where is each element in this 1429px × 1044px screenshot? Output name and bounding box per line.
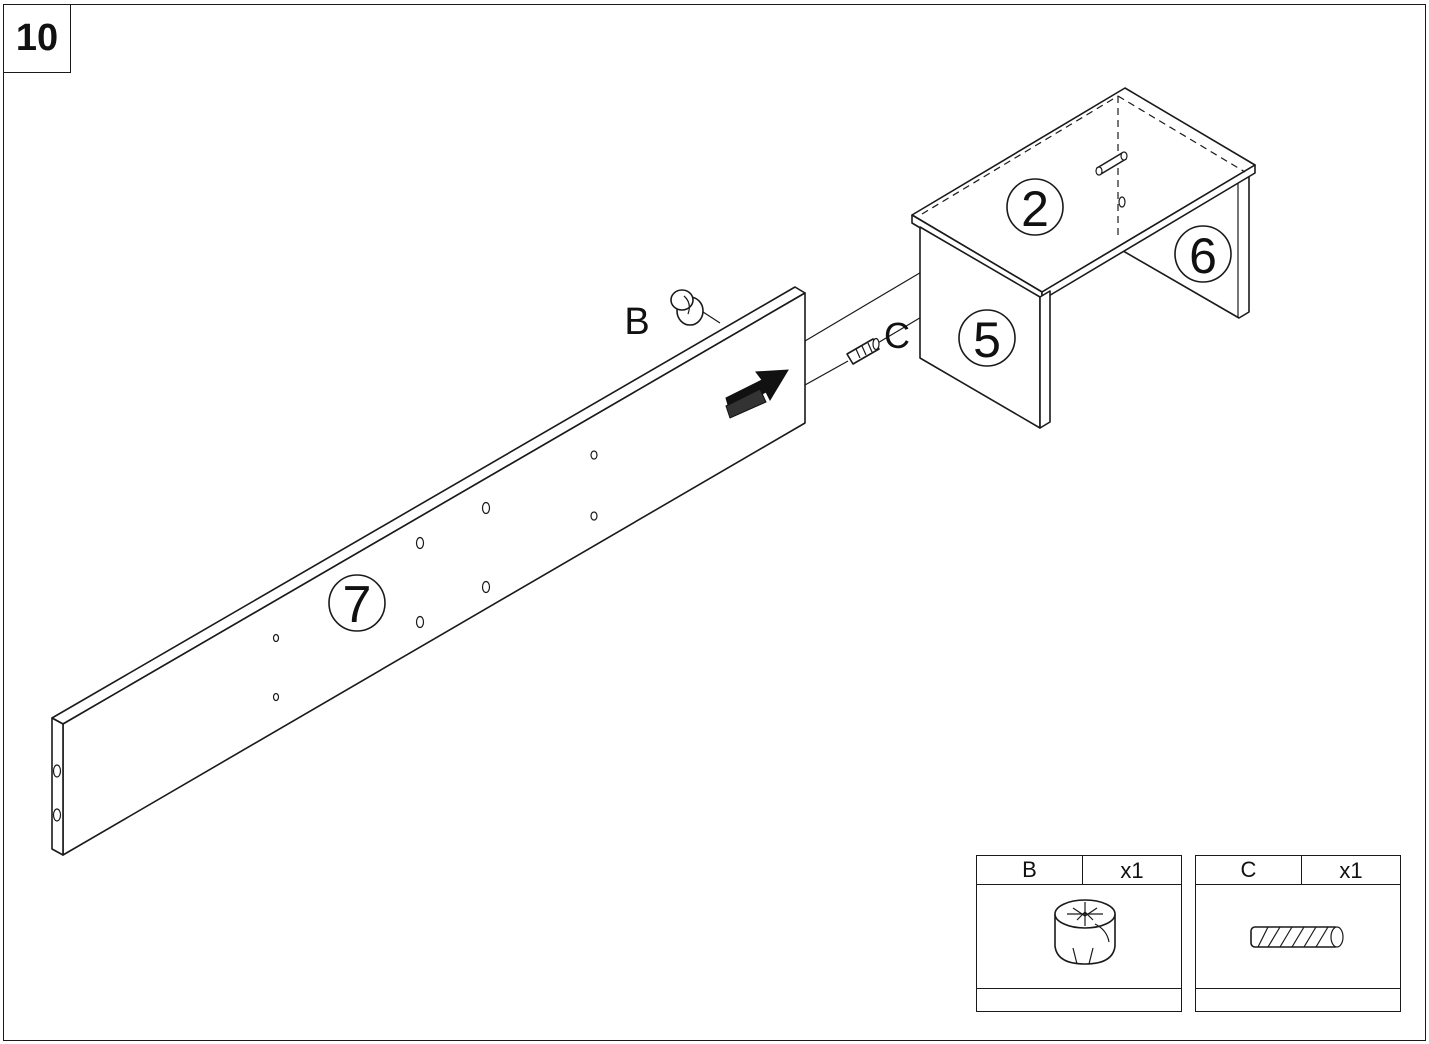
hardware-id: B <box>977 856 1083 884</box>
step-number: 10 <box>15 17 59 59</box>
face-hole <box>590 450 598 460</box>
hardware-footer <box>1196 988 1400 1011</box>
part-number-6: 6 <box>1189 228 1217 284</box>
part-number-circle <box>1006 178 1064 236</box>
end-hole <box>52 808 62 822</box>
step-number-box: 10 <box>3 4 71 73</box>
part-number-circle <box>958 309 1016 367</box>
face-hole <box>272 692 280 702</box>
direction-arrow-icon <box>725 369 789 419</box>
wooden-dowel-icon <box>846 337 880 365</box>
panel-7-top-edge <box>51 286 806 725</box>
face-hole <box>481 501 491 515</box>
cabinet-hole <box>1118 196 1126 208</box>
callout-c: C <box>884 315 910 356</box>
diagram-frame <box>3 4 1426 1041</box>
face-hole <box>481 580 491 594</box>
hardware-id: C <box>1196 856 1302 884</box>
callout-b: B <box>624 301 649 343</box>
hardware-image <box>1196 884 1400 989</box>
hardware-qty: x1 <box>1120 858 1144 883</box>
end-hole <box>52 764 62 778</box>
hardware-qty: x1 <box>1339 858 1363 883</box>
part-number-circle <box>328 574 386 632</box>
dowel-in-cabinet <box>1095 151 1128 176</box>
face-hole <box>415 536 425 550</box>
wooden-dowel-icon <box>1250 926 1344 948</box>
part-number-5: 5 <box>973 312 1001 368</box>
hardware-header: C x1 <box>1196 856 1400 885</box>
face-hole <box>590 511 598 521</box>
cam-lock-icon <box>1054 899 1116 965</box>
panel-7-face <box>62 292 806 856</box>
hardware-footer <box>977 988 1181 1011</box>
panel-7: 7 <box>51 286 806 856</box>
hardware-box-b: B x1 <box>976 855 1182 1012</box>
face-hole <box>272 633 280 643</box>
part-number-7: 7 <box>343 576 372 634</box>
part-number-circle <box>1174 225 1232 283</box>
cabinet-assembly: 2 5 6 <box>911 87 1256 429</box>
panel-5-edge <box>1039 290 1051 429</box>
cam-lock-icon <box>670 289 704 326</box>
hardware-box-c: C x1 <box>1195 855 1401 1012</box>
hardware-image <box>977 884 1181 989</box>
part-number-2: 2 <box>1021 181 1049 237</box>
hardware-header: B x1 <box>977 856 1181 885</box>
face-hole <box>415 615 425 629</box>
panel-7-end <box>51 717 64 856</box>
